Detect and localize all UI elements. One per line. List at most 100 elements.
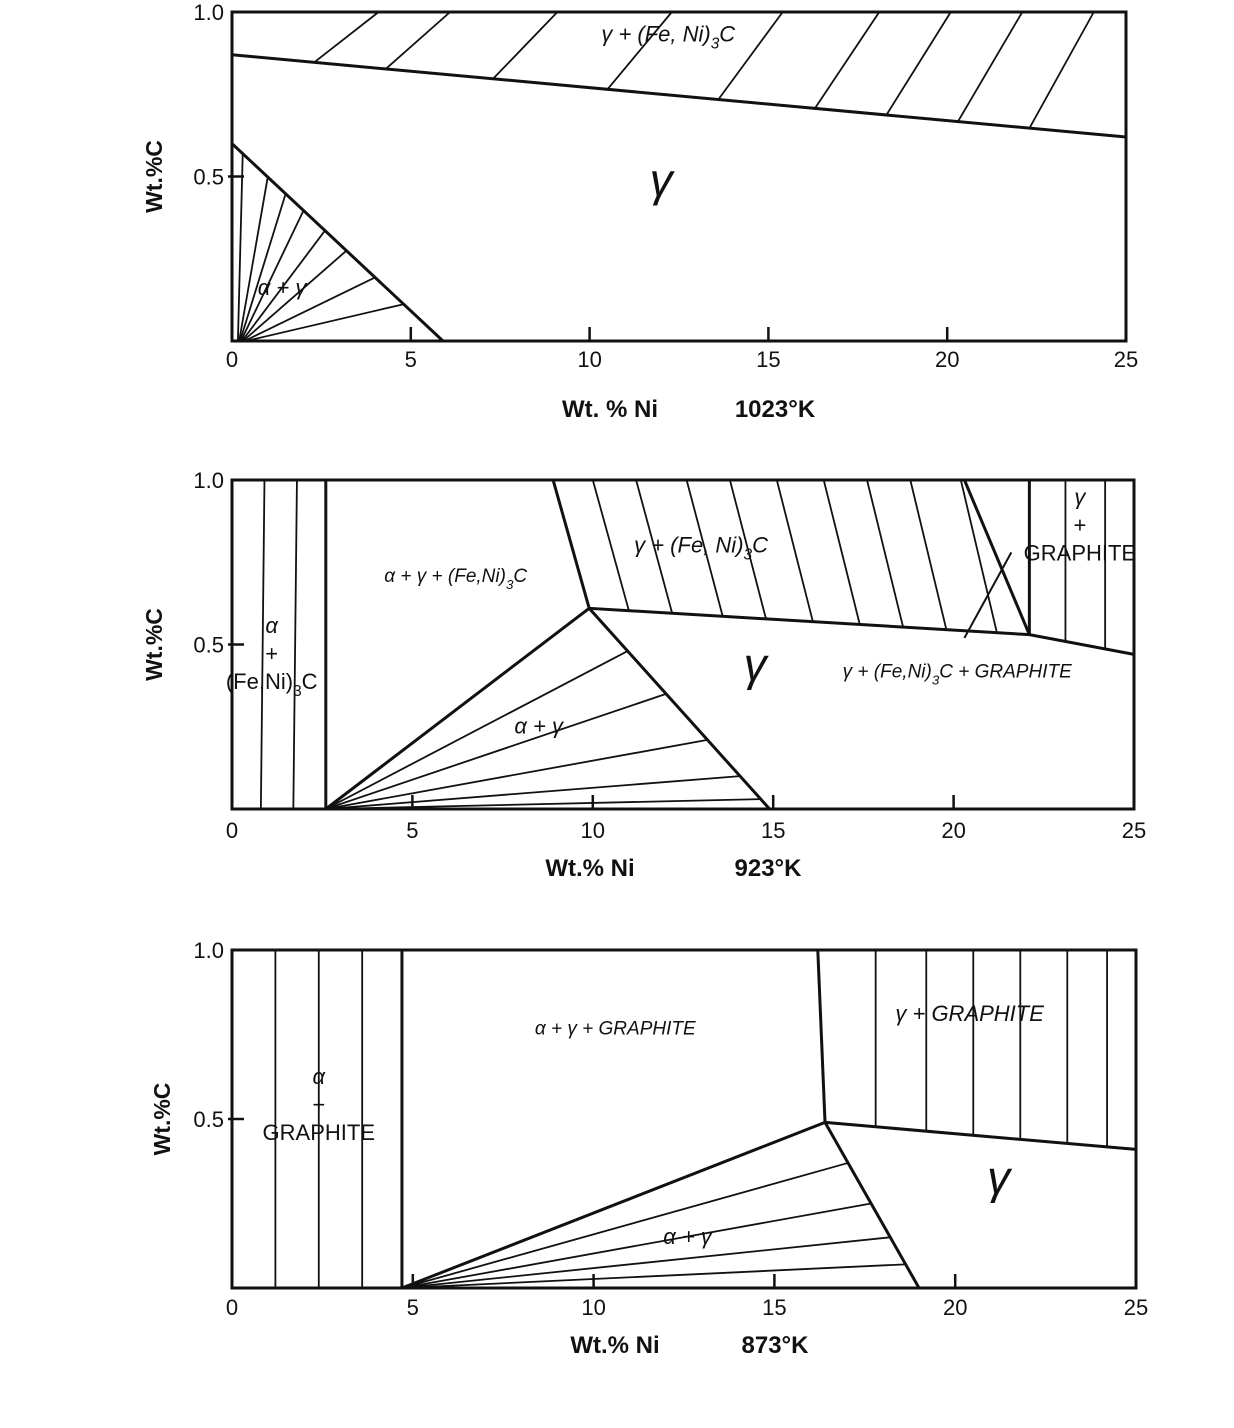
tie-line [292, 479, 298, 810]
y-tick-label: 1.0 [193, 468, 224, 493]
x-tick-label: 15 [761, 818, 785, 843]
region-label-alpha-graphite: GRAPHITE [263, 1120, 375, 1145]
tie-line [635, 479, 674, 614]
plot-frame [230, 478, 1136, 811]
tie-line [775, 479, 814, 622]
x-tick-label: 20 [943, 1295, 967, 1320]
tie-line [1028, 11, 1095, 129]
region-label-gamma-carbide: γ + (Fe, Ni)3C [634, 532, 768, 563]
gamma-carbide-boundary [231, 53, 1127, 139]
alpha-gamma-boundary [230, 142, 445, 343]
x-tick-label: 15 [762, 1295, 786, 1320]
region-label-gamma-graphite: GRAPHITE [1024, 541, 1136, 566]
x-tick-label: 20 [935, 347, 959, 372]
y-axis-label: Wt.%C [141, 140, 167, 213]
x-axis-label: Wt.% Ni [545, 855, 634, 882]
region-label-gamma-carbide-graphite: γ + (Fe,Ni)3C + GRAPHITE [843, 661, 1072, 687]
y-tick-label: 0.5 [193, 633, 224, 658]
region-label-alpha-gamma: α + γ [663, 1224, 714, 1249]
tie-line [238, 176, 269, 342]
tie-line [237, 153, 244, 342]
region-label-gamma: γ [987, 1151, 1013, 1203]
region-label-alpha-gamma-carbide: α + γ + (Fe,Ni)3C [384, 566, 527, 592]
region-label-alpha-gamma: α + γ [258, 275, 309, 300]
tie-line [244, 276, 376, 342]
gamma-carbide-boundary [589, 606, 1135, 656]
tie-line [401, 1162, 849, 1289]
x-tick-label: 10 [581, 1295, 605, 1320]
region-label-gamma-graphite: γ [1074, 485, 1087, 510]
tie-line [822, 479, 861, 625]
region-label-gamma-carbide: γ + (Fe, Ni)3C [601, 22, 735, 53]
y-tick-label: 0.5 [193, 1107, 224, 1132]
region-label-gamma-graphite: γ + GRAPHITE [895, 1001, 1044, 1026]
y-axis-label: Wt.%C [149, 1083, 175, 1156]
tie-line [401, 1202, 872, 1289]
y-axis-label: Wt.%C [141, 608, 167, 681]
alpha-gamma-left-boundary [324, 607, 591, 811]
tie-line [325, 775, 741, 810]
region-label-alpha-carbide: α [265, 613, 279, 638]
region-label-alpha-carbide: + [265, 641, 278, 666]
tie-line [325, 739, 708, 810]
tie-line [325, 650, 629, 810]
graphite-boundary [816, 949, 827, 1123]
tie-line [313, 11, 380, 64]
alpha-gamma-left-boundary [401, 1120, 826, 1290]
tie-line [717, 11, 784, 101]
tie-line [729, 479, 767, 620]
x-tick-label: 0 [226, 1295, 238, 1320]
x-tick-label: 0 [226, 818, 238, 843]
tie-line [959, 479, 998, 633]
region-label-alpha-graphite: + [312, 1092, 325, 1117]
region-label-gamma: γ [744, 639, 770, 691]
x-tick-label: 0 [226, 347, 238, 372]
x-tick-label: 5 [406, 818, 418, 843]
tie-line [866, 479, 904, 628]
tie-line [245, 303, 404, 342]
x-tick-label: 5 [405, 347, 417, 372]
x-tick-label: 25 [1122, 818, 1146, 843]
tie-line [385, 11, 451, 70]
x-axis-label: Wt.% Ni [570, 1332, 659, 1359]
tie-line [957, 11, 1024, 123]
tie-line [885, 11, 952, 116]
region-label-alpha-gamma-graphite: α + γ + GRAPHITE [535, 1019, 696, 1040]
plot-frame [230, 10, 1128, 343]
tie-line [259, 479, 266, 810]
temperature-label: 923°K [735, 855, 803, 882]
tie-line [242, 249, 348, 342]
x-tick-label: 25 [1124, 1295, 1148, 1320]
x-tick-label: 25 [1114, 347, 1138, 372]
tie-line [909, 479, 948, 630]
x-axis-label: Wt. % Ni [562, 396, 658, 423]
y-tick-label: 0.5 [193, 165, 224, 190]
tie-line [239, 193, 287, 342]
x-tick-label: 20 [941, 818, 965, 843]
x-tick-label: 15 [756, 347, 780, 372]
tie-line [241, 230, 326, 342]
temperature-label: 873°K [742, 1332, 810, 1359]
tie-line [240, 210, 305, 342]
x-tick-label: 5 [407, 1295, 419, 1320]
temperature-label: 1023°K [735, 396, 816, 423]
region-label-alpha-graphite: α [313, 1064, 327, 1089]
region-label-alpha-gamma: α + γ [514, 713, 565, 738]
graphite-boundary [963, 479, 1031, 636]
region-label-gamma-graphite: + [1073, 513, 1086, 538]
tie-line [685, 479, 724, 617]
tie-line [814, 11, 881, 109]
carbide-boundary [551, 479, 591, 609]
three-phase-pointer [963, 551, 1013, 639]
region-label-gamma: γ [650, 154, 676, 206]
x-tick-label: 10 [577, 347, 601, 372]
alpha-gamma-right-boundary [823, 1121, 921, 1289]
tie-line [401, 1236, 891, 1289]
gamma-graphite-boundary [824, 1120, 1137, 1151]
tie-line [492, 11, 559, 80]
tie-line [401, 1263, 906, 1289]
